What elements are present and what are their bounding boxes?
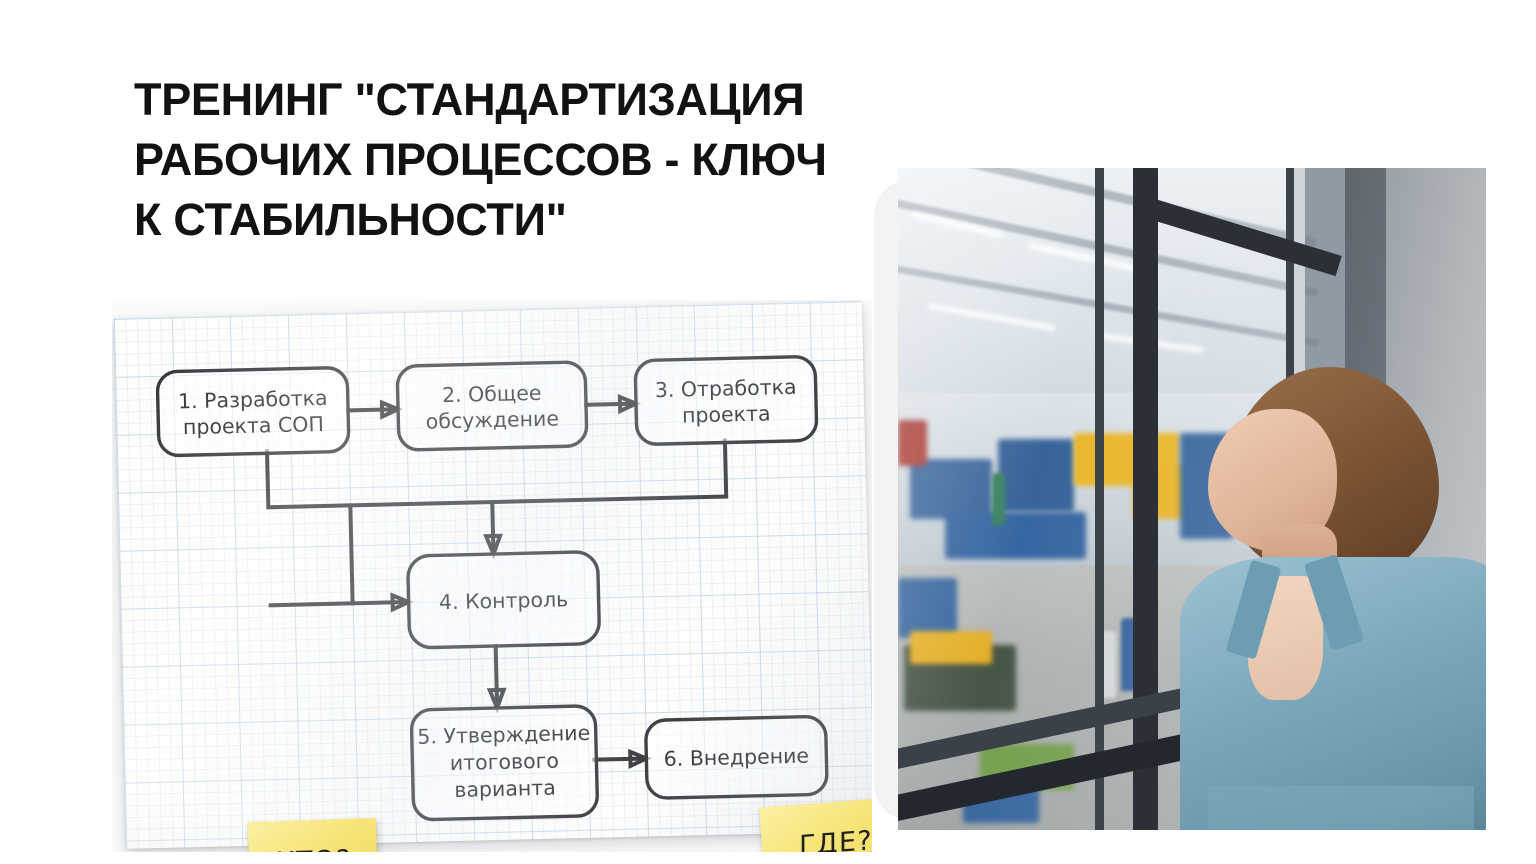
machine-blue xyxy=(997,439,1075,513)
box2-label-2: обсуждение xyxy=(425,406,559,433)
machine-red xyxy=(898,419,928,466)
flowchart-box-3: 3. Отработка проекта xyxy=(633,355,819,446)
machine-blue xyxy=(898,578,957,639)
sticky-note-gde-label: ГДЕ? xyxy=(799,824,872,852)
flowchart-box-6: 6. Внедрение xyxy=(644,714,829,800)
box5-label-2: итогового xyxy=(450,749,560,776)
page-title: ТРЕНИНГ "СТАНДАРТИЗАЦИЯ РАБОЧИХ ПРОЦЕССО… xyxy=(134,70,894,250)
machine-blue xyxy=(909,459,993,519)
box2-label-1: 2. Общее xyxy=(442,381,542,407)
sticky-note-kto: КТО? xyxy=(247,818,379,852)
flowchart-box-1: 1. Разработка проекта СОП xyxy=(155,366,351,458)
sticky-note-kto-label: КТО? xyxy=(274,844,351,852)
box6-label-1: 6. Внедрение xyxy=(663,744,809,771)
flowchart-photo: 1. Разработка проекта СОП 2. Общее обсуж… xyxy=(112,300,872,852)
box3-label-2: проекта xyxy=(682,401,771,427)
window-mullion xyxy=(1094,168,1105,830)
pallet-goods xyxy=(909,631,993,665)
box5-label-3: варианта xyxy=(454,776,556,802)
graph-paper-sheet: 1. Разработка проекта СОП 2. Общее обсуж… xyxy=(113,301,872,849)
factory-worker xyxy=(992,472,1005,526)
box1-label-1: 1. Разработка xyxy=(178,386,328,414)
window-photo xyxy=(898,168,1486,830)
window-photo-container xyxy=(874,160,1486,838)
box5-label-1: 5. Утверждение xyxy=(417,721,590,749)
box4-label-1: 4. Контроль xyxy=(439,587,569,614)
flowchart-box-4: 4. Контроль xyxy=(406,550,601,650)
window-mullion xyxy=(1133,168,1158,830)
flowchart-box-5: 5. Утверждение итогового варианта xyxy=(409,704,599,822)
machine-blue xyxy=(945,512,1087,559)
blue-trousers xyxy=(1207,786,1474,830)
page-title-line-1: ТРЕНИНГ "СТАНДАРТИЗАЦИЯ xyxy=(134,74,805,125)
box3-label-1: 3. Отработка xyxy=(655,375,797,402)
woman-figure xyxy=(1180,366,1486,830)
box1-label-2: проекта СОП xyxy=(183,412,324,439)
page-title-line-3: К СТАБИЛЬНОСТИ" xyxy=(134,193,567,245)
page-title-line-2: РАБОЧИХ ПРОЦЕССОВ - КЛЮЧ xyxy=(134,133,827,185)
flowchart-connectors xyxy=(264,393,729,769)
flowchart-box-2: 2. Общее обсуждение xyxy=(395,360,589,452)
flowchart-diagram: 1. Разработка проекта СОП 2. Общее обсуж… xyxy=(155,355,829,822)
